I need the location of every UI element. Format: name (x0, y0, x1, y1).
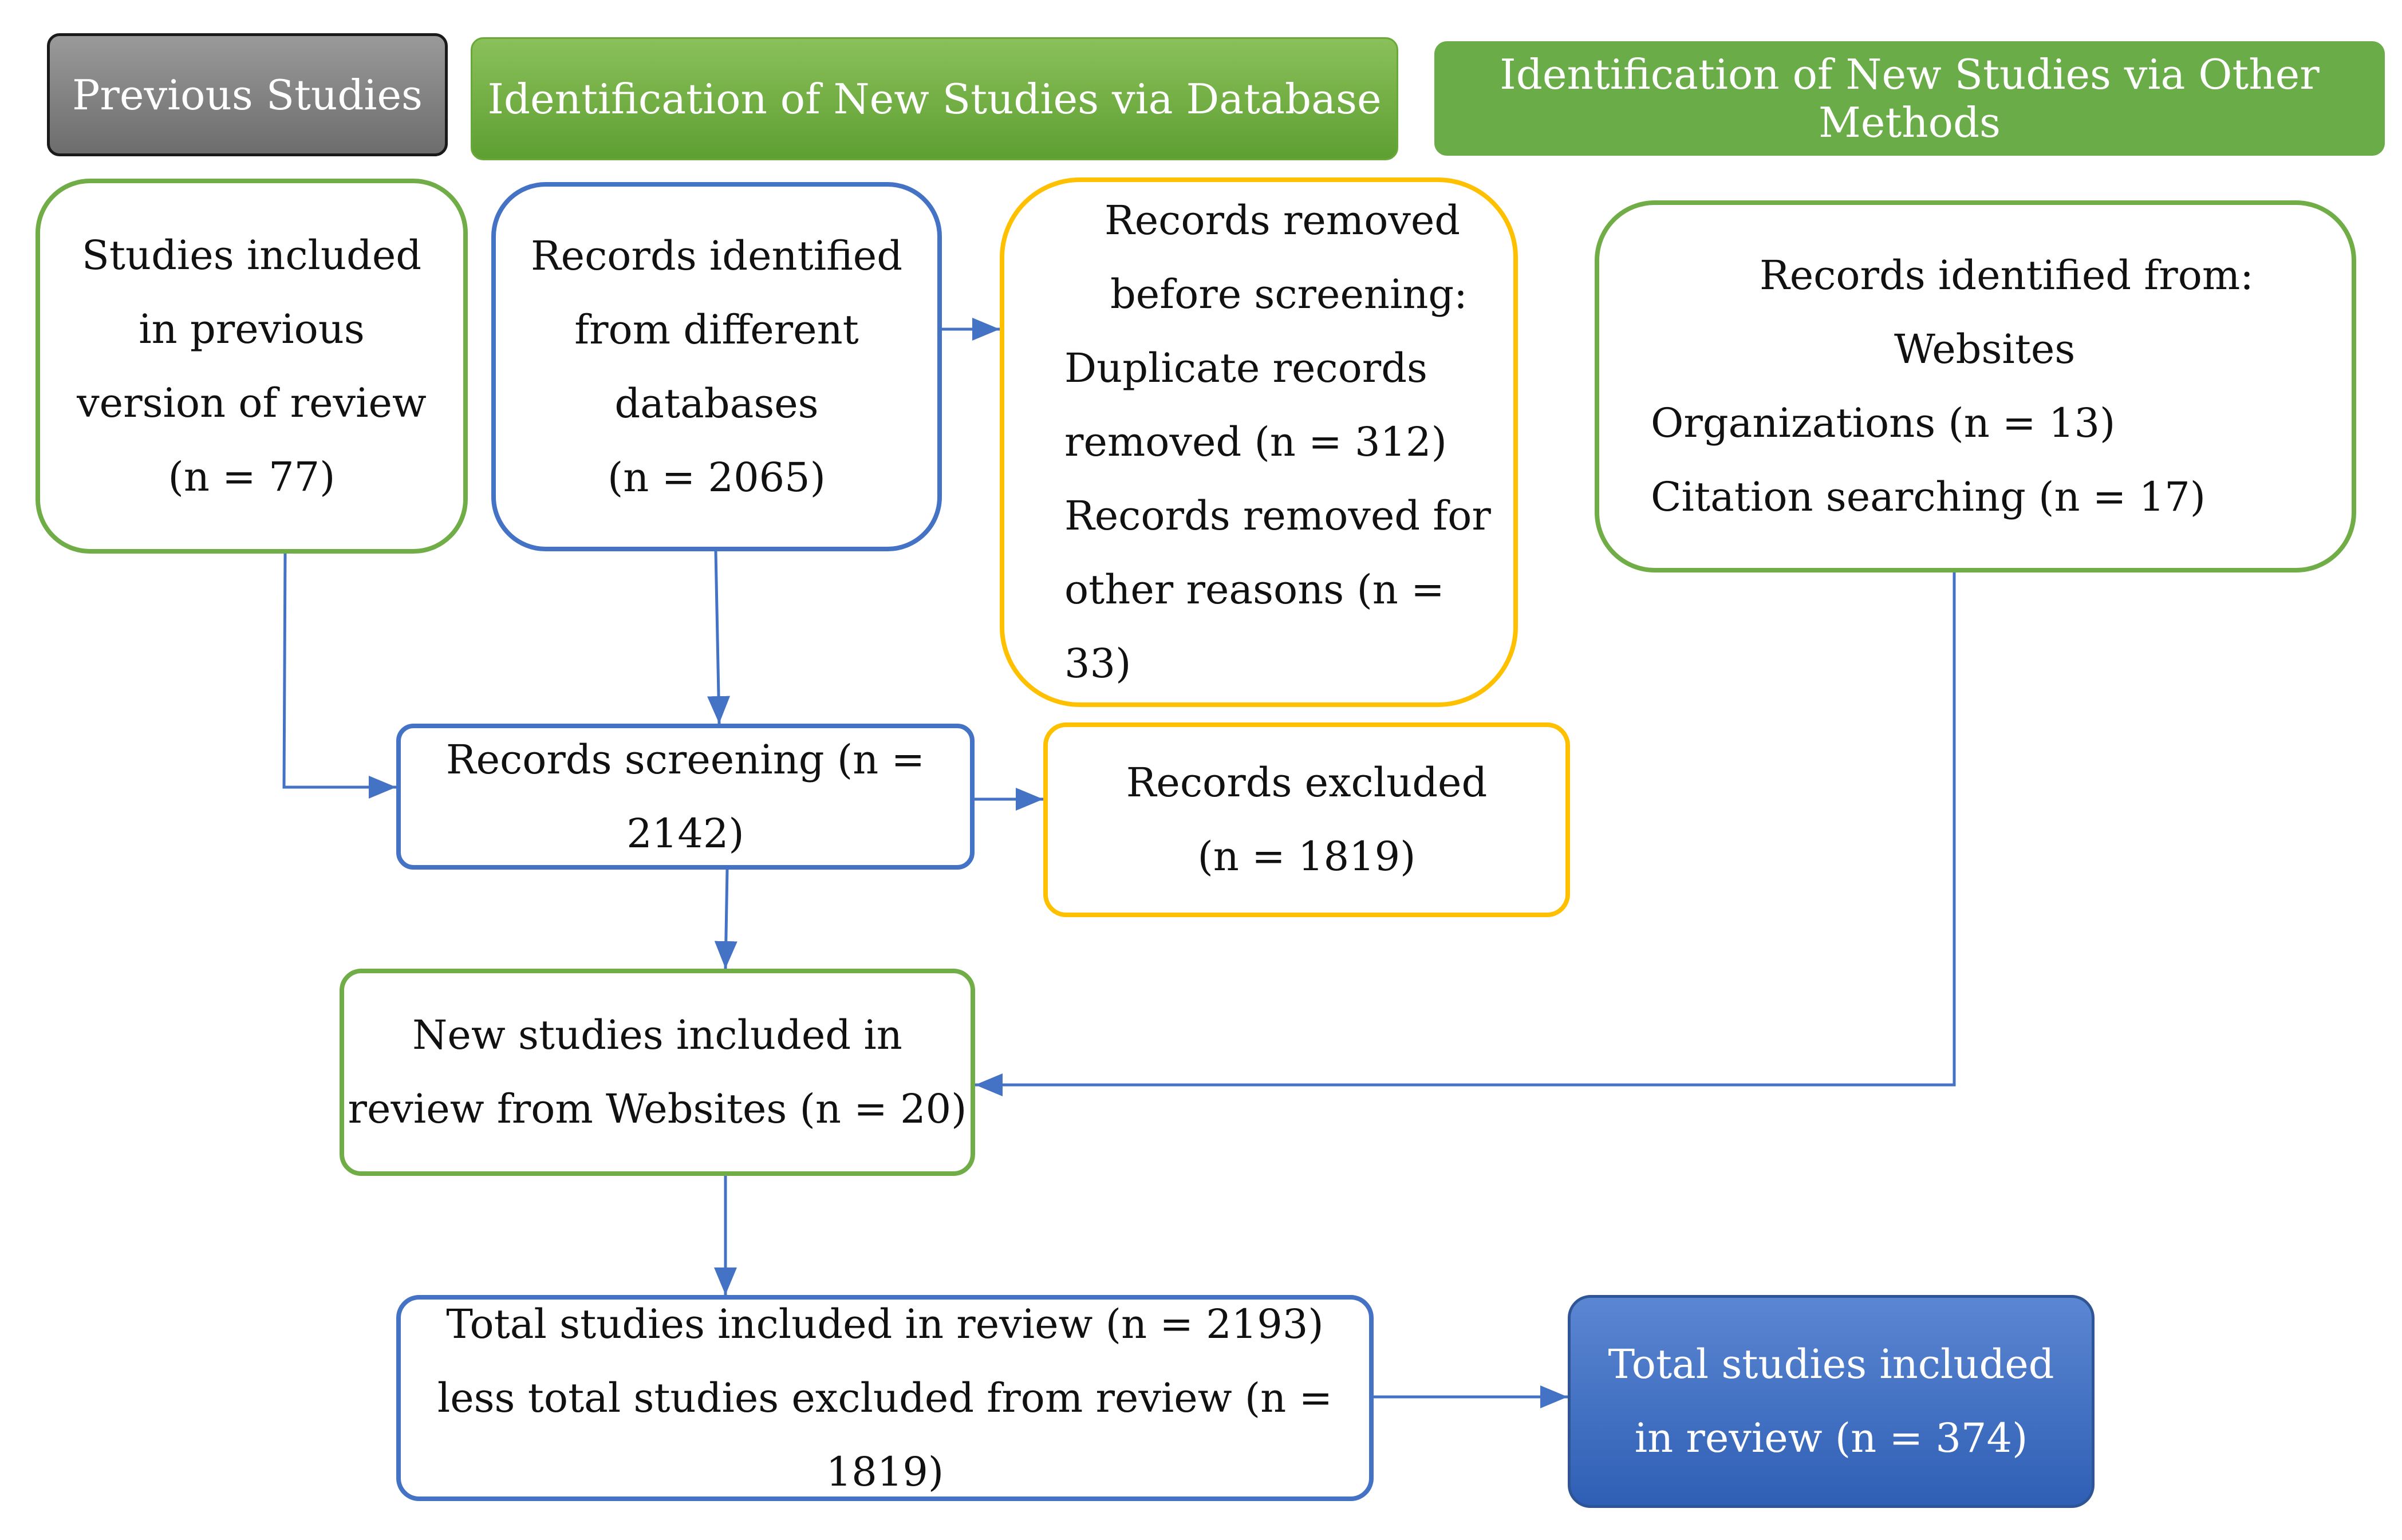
header-database-identification: Identification of New Studies via Databa… (471, 37, 1398, 160)
arrow-other-to-new-included (975, 572, 1956, 1096)
box-records-removed: Records removed before screening: Duplic… (1000, 177, 1518, 707)
arrow-screening-to-new-included (714, 869, 737, 969)
box-records-identified-other: Records identified from: Websites Organi… (1595, 200, 2356, 572)
box-total-studies-calculation: Total studies included in review (n = 21… (396, 1295, 1374, 1501)
box-records-screening: Records screening (n = 2142) (396, 724, 975, 870)
box-new-studies-included: New studies included in review from Webs… (340, 969, 975, 1176)
box-total-studies-included-final: Total studies included in review (n = 37… (1568, 1295, 2095, 1508)
arrow-previous-to-screening (282, 553, 396, 799)
header-other-methods-identification: Identification of New Studies via Other … (1434, 41, 2385, 156)
box-records-excluded: Records excluded (n = 1819) (1043, 722, 1570, 917)
box-records-identified-databases: Records identified from different databa… (491, 182, 942, 551)
header-previous-studies: Previous Studies (47, 33, 448, 156)
box-previous-studies-included: Studies included in previous version of … (36, 179, 468, 554)
arrow-identified-to-screening (707, 551, 731, 724)
